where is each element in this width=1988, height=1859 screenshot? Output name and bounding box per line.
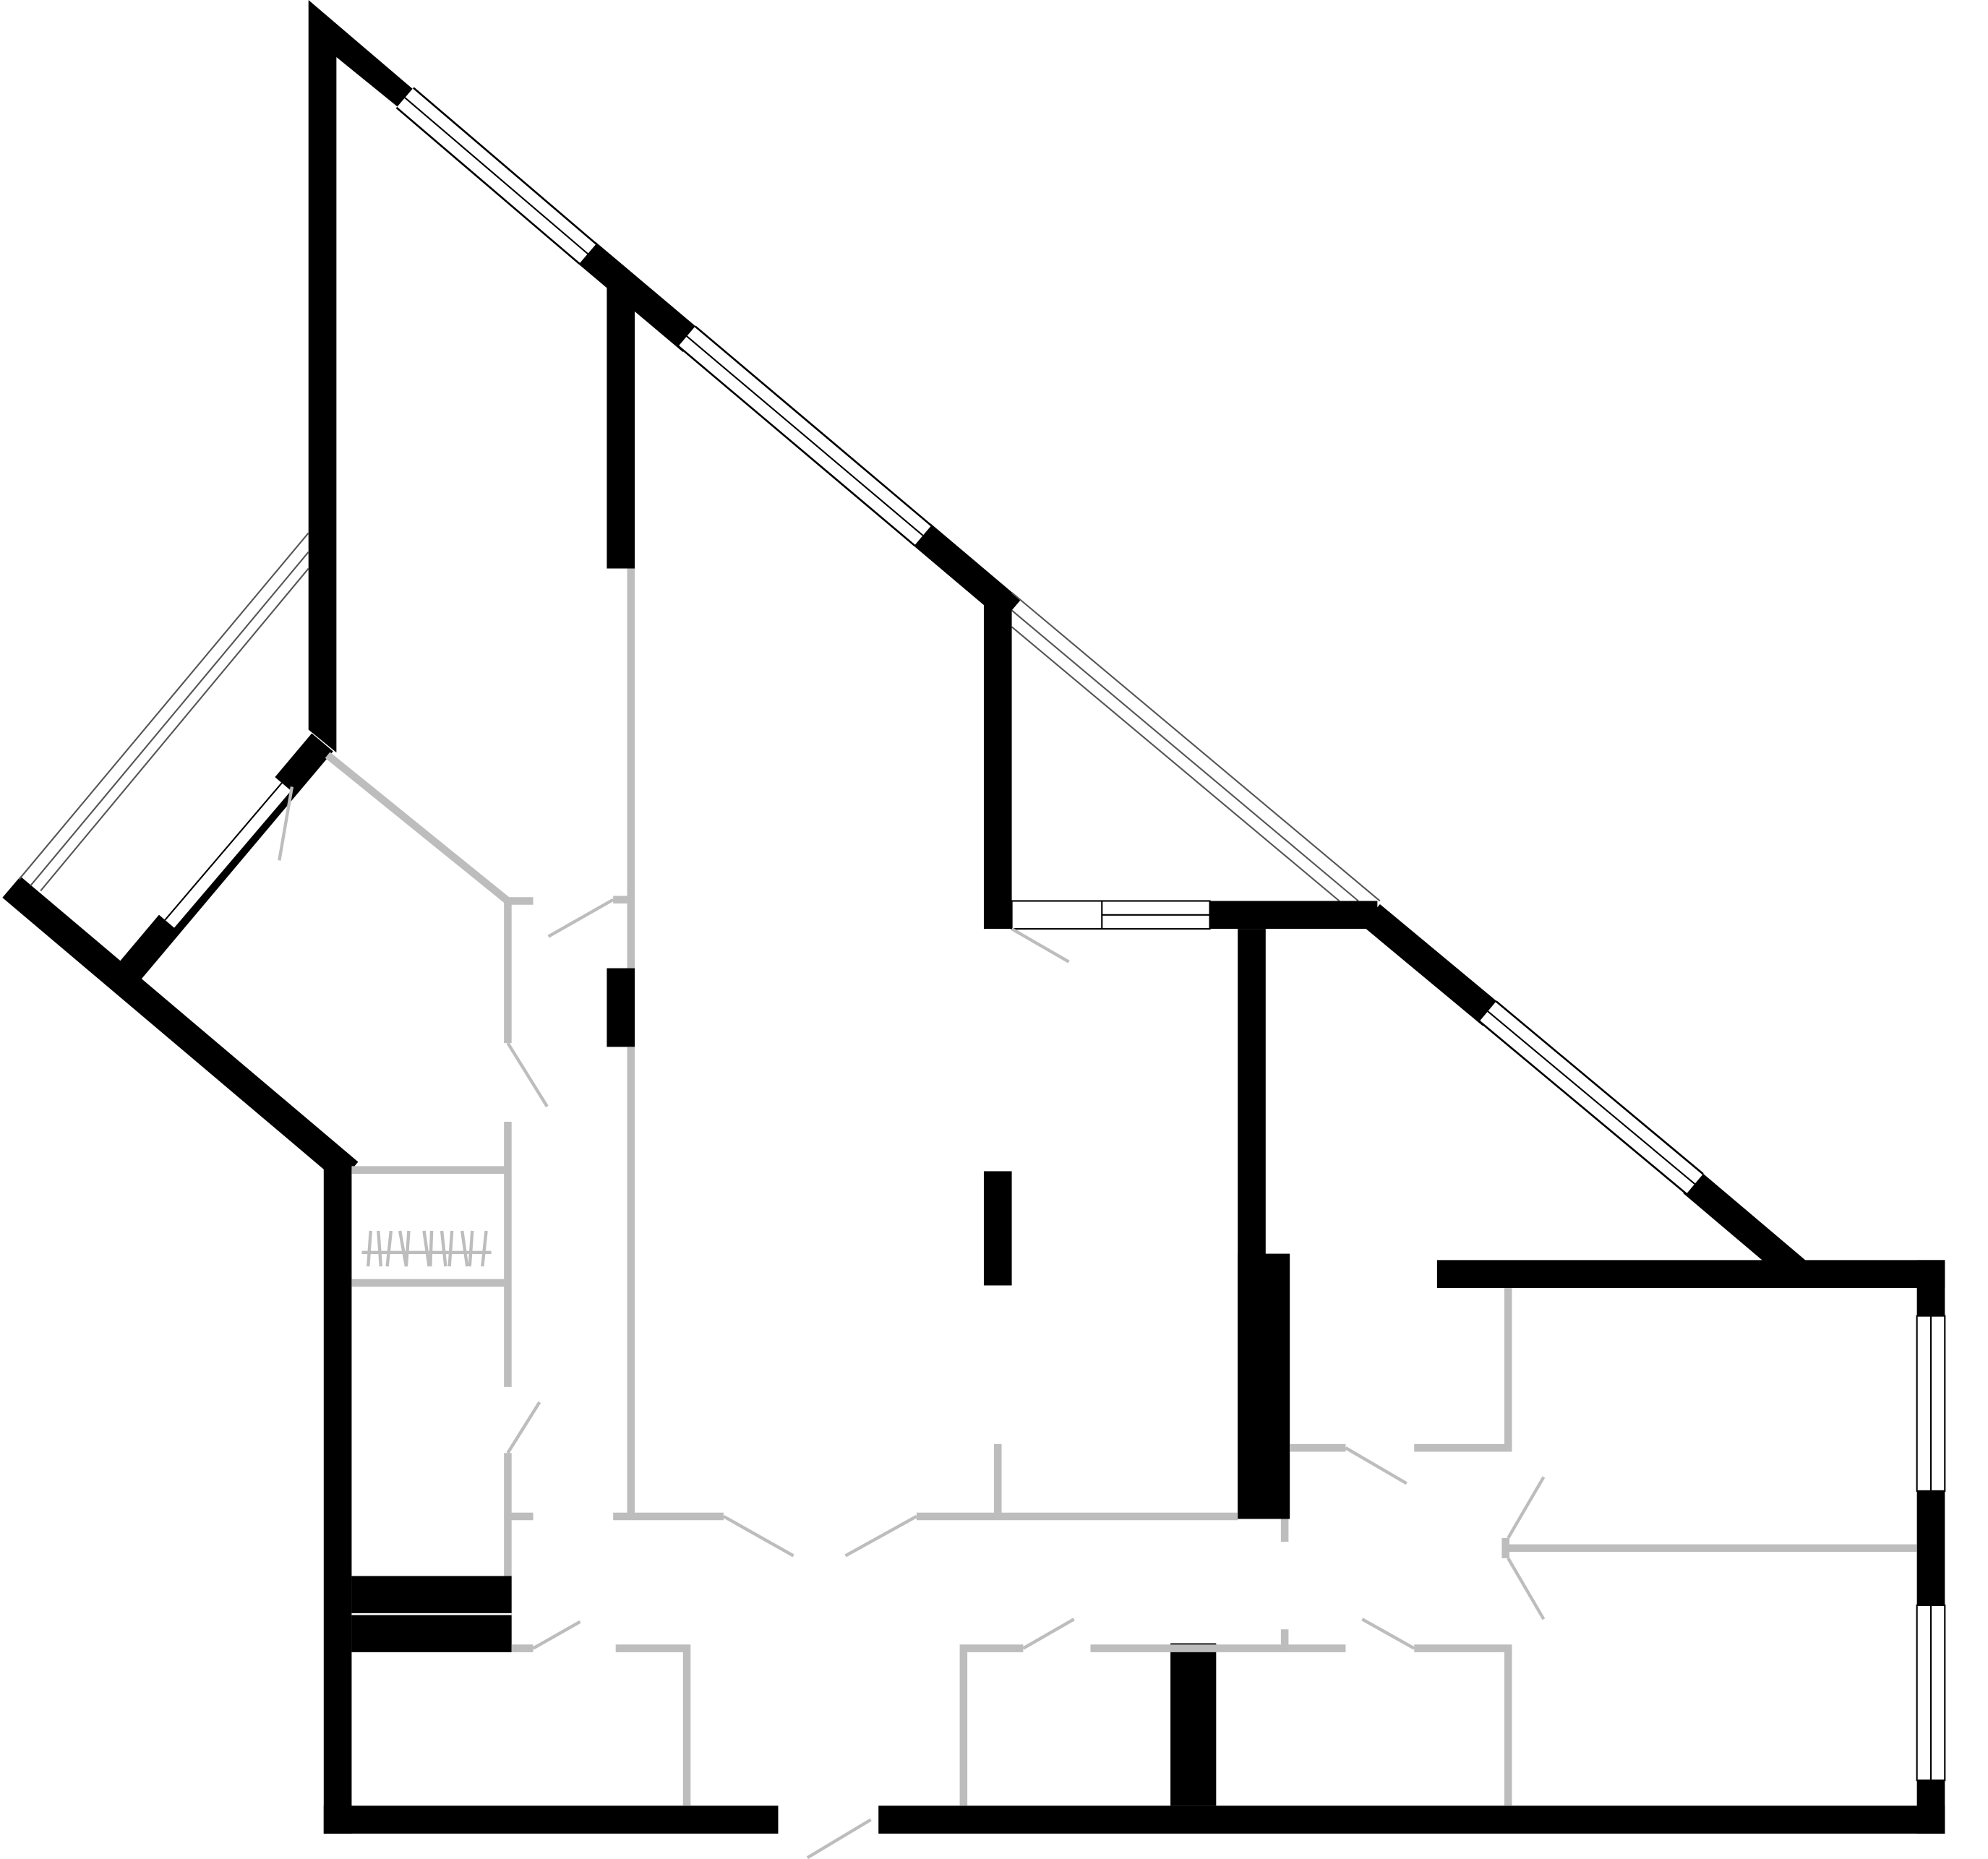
column [1170, 1643, 1217, 1806]
window-diagonal-3 [1011, 592, 1381, 902]
partitions [325, 568, 1917, 1806]
wardrobe-hangers [361, 1230, 492, 1267]
wall-corner-top [308, 0, 413, 753]
column [983, 1171, 1012, 1286]
window-diagonal-2 [677, 325, 933, 546]
door-swings [278, 786, 1546, 1859]
window-interior [1011, 900, 1211, 930]
wall-segment [1238, 1253, 1290, 1519]
window-right-1 [1916, 1315, 1946, 1492]
window-bay [18, 532, 309, 928]
wall-segment [983, 596, 1012, 930]
wall-left-diagonal [2, 876, 359, 1183]
window-right-2 [1916, 1604, 1946, 1782]
windows [18, 87, 1946, 1782]
wall-diagonal-1 [577, 241, 701, 353]
wall-segment [607, 285, 635, 569]
wall-diagonal-3 [1362, 903, 1501, 1026]
exterior-walls [2, 0, 1945, 1834]
wall-diagonal-4 [1683, 1172, 1809, 1285]
interior-walls [351, 285, 1378, 1806]
window-diagonal-4 [1478, 1000, 1704, 1195]
window-diagonal-1 [395, 87, 597, 265]
wall-segment [607, 968, 635, 1047]
wall-segment [1209, 901, 1378, 930]
